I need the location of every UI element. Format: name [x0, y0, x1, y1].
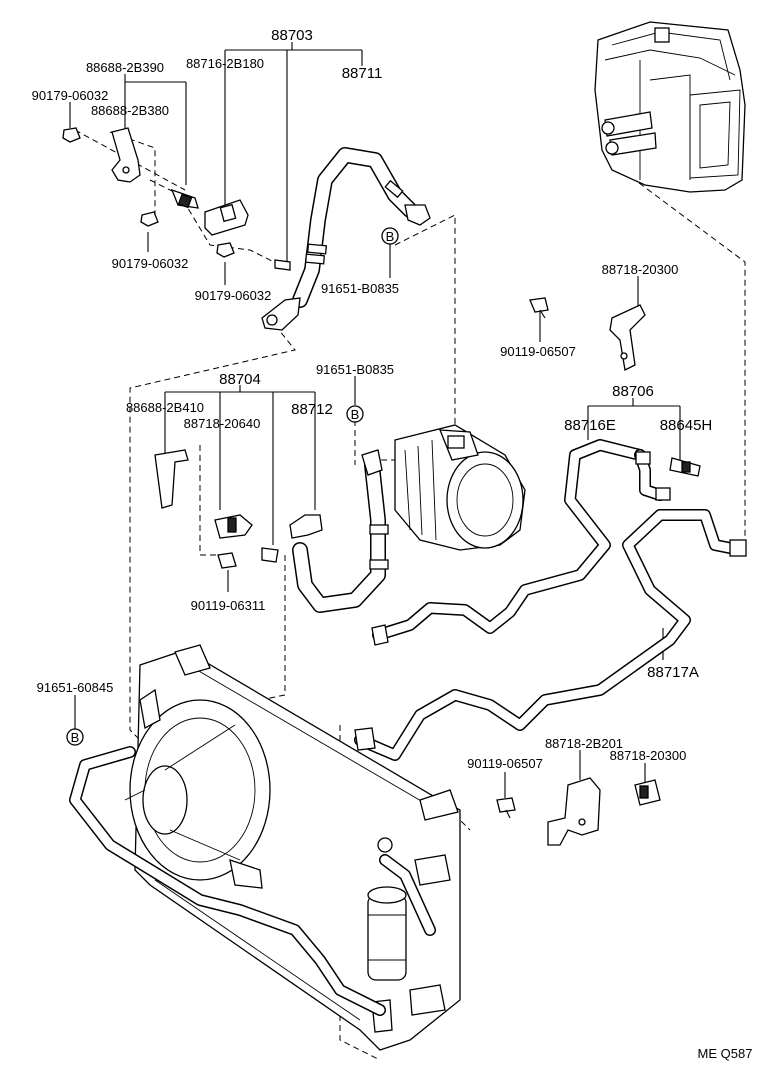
marker-b-2: B	[346, 405, 364, 423]
label-88716-2B180: 88716-2B180	[186, 56, 264, 71]
label-90119-06507-b: 90119-06507	[467, 756, 543, 771]
small-parts-lower-right	[496, 777, 661, 846]
pipe-liquid-line-lower	[69, 746, 386, 1016]
label-90119-06507-a: 90119-06507	[500, 344, 576, 359]
label-88717A: 88717A	[647, 664, 699, 681]
label-88716E: 88716E	[564, 417, 616, 434]
small-parts-mid-left	[154, 449, 279, 569]
label-91651-60845: 91651-60845	[37, 680, 114, 695]
label-88706: 88706	[612, 383, 654, 400]
label-90119-06311: 90119-06311	[191, 598, 266, 613]
label-88718-20640: 88718-20640	[184, 416, 261, 431]
pipe-88716E	[371, 439, 671, 646]
label-88645H: 88645H	[660, 417, 713, 434]
label-88718-20300-b: 88718-20300	[610, 748, 687, 763]
evaporator-unit	[594, 21, 746, 193]
bracket-88718-20300-a	[609, 304, 646, 371]
label-88688-2B390: 88688-2B390	[86, 60, 164, 75]
group-bracket-88704	[164, 385, 316, 545]
label-90179-06032-c: 90179-06032	[195, 288, 272, 303]
label-88688-2B380: 88688-2B380	[91, 103, 169, 118]
compressor	[394, 424, 526, 551]
label-88718-2B201: 88718-2B201	[545, 736, 623, 751]
switch-88645H	[669, 457, 701, 477]
marker-b-3-label: B	[71, 730, 80, 745]
marker-b-1-label: B	[386, 229, 395, 244]
group-bracket-88706	[587, 398, 681, 420]
label-90179-06032-b: 90179-06032	[112, 256, 189, 271]
marker-b-2-label: B	[351, 407, 360, 422]
label-88711: 88711	[342, 65, 383, 82]
pipe-88717A	[354, 509, 747, 761]
label-88688-2B410: 88688-2B410	[126, 400, 204, 415]
label-88718-20300-a: 88718-20300	[602, 262, 679, 277]
label-91651-B0835-a: 91651-B0835	[321, 281, 399, 296]
hose-88711	[261, 147, 431, 331]
bolt-90119-06507-a	[529, 297, 549, 319]
diagram-id-label: ME Q587	[698, 1046, 753, 1061]
label-91651-B0835-b: 91651-B0835	[316, 362, 394, 377]
small-parts-top-left	[62, 127, 291, 271]
label-88704: 88704	[219, 371, 261, 388]
label-88712: 88712	[291, 401, 333, 418]
label-90179-06032-a: 90179-06032	[32, 88, 109, 103]
marker-b-1: B	[381, 227, 399, 245]
label-88703: 88703	[271, 27, 313, 44]
group-bracket-88703	[224, 42, 363, 262]
hose-88712	[289, 449, 389, 613]
condenser-fan-assembly	[124, 644, 461, 1051]
marker-b-3: B	[66, 728, 84, 746]
